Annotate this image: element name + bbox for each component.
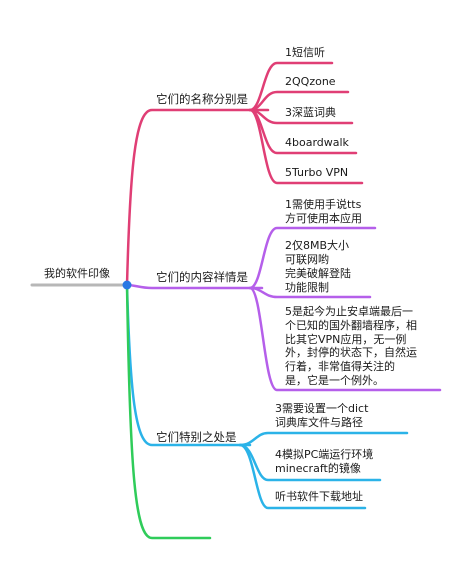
- root-node-dot: [122, 280, 132, 290]
- branch-names-connector: [125, 108, 270, 287]
- details-leaf-connector-3: [248, 286, 442, 392]
- names-item-5[interactable]: 5Turbo VPN: [285, 166, 349, 179]
- root-label[interactable]: 我的软件印像: [44, 267, 110, 280]
- branch-details-lines: [125, 226, 442, 392]
- details-item-2[interactable]: 2仅8MB大小 可联网哟 完美破解登陆 功能限制: [285, 239, 351, 294]
- special-leaf-connector-3: [238, 443, 367, 510]
- branch-special-connector: [125, 283, 252, 447]
- names-item-3[interactable]: 3深蓝词典: [285, 106, 336, 119]
- names-item-2[interactable]: 2QQzone: [285, 75, 336, 88]
- branch-details-connector: [125, 283, 264, 290]
- details-item-1[interactable]: 1需使用手说tts 方可使用本应用: [285, 198, 362, 225]
- names-leaf-connector-5: [248, 108, 364, 185]
- special-item-2[interactable]: 4模拟PC端运行环境 minecraft的镜像: [275, 448, 374, 475]
- branch-details-label[interactable]: 它们的内容祥情是: [156, 270, 248, 284]
- special-item-3[interactable]: 听书软件下载地址: [275, 490, 363, 503]
- special-item-1[interactable]: 3需要设置一个dict 词典库文件与路径: [275, 402, 369, 429]
- branch-names-lines: [125, 61, 364, 287]
- details-leaf-connector-2: [248, 286, 372, 299]
- names-item-1[interactable]: 1短信听: [285, 46, 325, 59]
- details-leaf-connector-1: [248, 226, 377, 290]
- branch-empty-connector: [125, 283, 212, 540]
- special-leaf-connector-1: [238, 431, 409, 447]
- names-item-4[interactable]: 4boardwalk: [285, 136, 349, 149]
- branch-special-label[interactable]: 它们特别之处是: [156, 430, 237, 444]
- branch-names-label[interactable]: 它们的名称分别是: [156, 92, 248, 106]
- details-item-3[interactable]: 5是起今为止安卓端最后一 个已知的国外翻墙程序，相 比其它VPN应用，无一例 外…: [285, 305, 417, 387]
